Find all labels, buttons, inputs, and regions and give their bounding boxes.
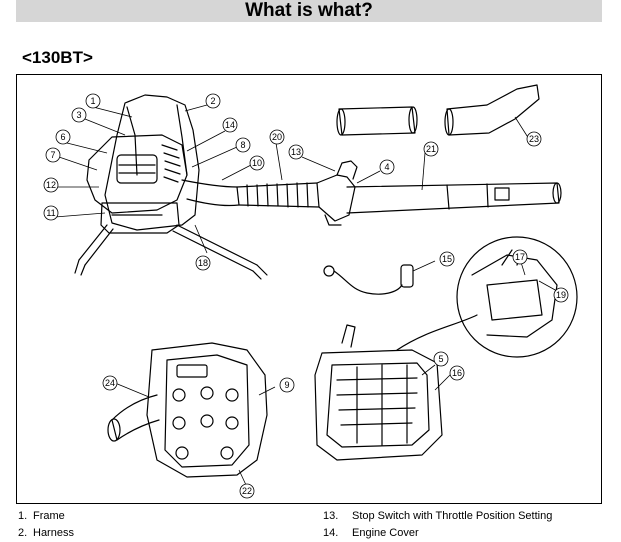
callout-17: 17 xyxy=(515,252,525,262)
legend-item: 14. Engine Cover xyxy=(323,525,552,542)
legend-item: 13. Stop Switch with Throttle Position S… xyxy=(323,508,552,525)
callout-21: 21 xyxy=(426,144,436,154)
callout-14: 14 xyxy=(225,120,235,130)
engine-side-drawing xyxy=(314,324,443,461)
legend-item: 2. Harness xyxy=(18,525,74,542)
callout-9: 9 xyxy=(284,380,289,390)
callout-19: 19 xyxy=(556,290,566,300)
callout-5: 5 xyxy=(438,354,443,364)
blower-housing-drawing xyxy=(107,342,268,478)
callout-23: 23 xyxy=(529,134,539,144)
callout-12: 12 xyxy=(46,180,56,190)
legend-right: 13. Stop Switch with Throttle Position S… xyxy=(323,508,552,542)
stop-switch-cable-drawing xyxy=(323,264,414,295)
callout-24: 24 xyxy=(105,378,115,388)
callout-22: 22 xyxy=(242,486,252,496)
legend-number: 2. xyxy=(18,527,28,539)
callout-10: 10 xyxy=(252,158,262,168)
callout-1: 1 xyxy=(90,96,95,106)
callout-circles xyxy=(43,93,569,499)
legend-label: Harness xyxy=(33,527,74,539)
callout-15: 15 xyxy=(442,254,452,264)
callout-leaders xyxy=(54,104,558,486)
legend-left: 1. Frame 2. Harness xyxy=(18,508,74,542)
callout-13: 13 xyxy=(291,147,301,157)
detail-zoom-drawing xyxy=(396,236,578,358)
legend-label: Stop Switch with Throttle Position Setti… xyxy=(352,510,553,522)
callout-20: 20 xyxy=(272,132,282,142)
nozzle-drawing xyxy=(336,84,540,136)
parts-illustration: 1 2 3 4 5 6 7 8 9 10 11 12 13 14 15 16 1… xyxy=(43,84,578,499)
callout-7: 7 xyxy=(50,150,55,160)
callout-4: 4 xyxy=(384,162,389,172)
callout-18: 18 xyxy=(198,258,208,268)
legend-label: Frame xyxy=(33,510,65,522)
callout-6: 6 xyxy=(60,132,65,142)
parts-diagram: 1 2 3 4 5 6 7 8 9 10 11 12 13 14 15 16 1… xyxy=(16,74,602,504)
page-title: What is what? xyxy=(16,0,602,22)
callout-2: 2 xyxy=(210,96,215,106)
callout-3: 3 xyxy=(76,110,81,120)
callout-11: 11 xyxy=(46,208,55,218)
legend-number: 14. xyxy=(323,527,339,539)
blower-unit-drawing xyxy=(74,94,562,280)
legend-item: 1. Frame xyxy=(18,508,74,525)
legend-label: Engine Cover xyxy=(352,527,419,539)
legend-number: 13. xyxy=(323,510,339,522)
model-label: <130BT> xyxy=(22,48,93,67)
callout-16: 16 xyxy=(452,368,462,378)
callout-8: 8 xyxy=(240,140,245,150)
legend-number: 1. xyxy=(18,510,28,522)
